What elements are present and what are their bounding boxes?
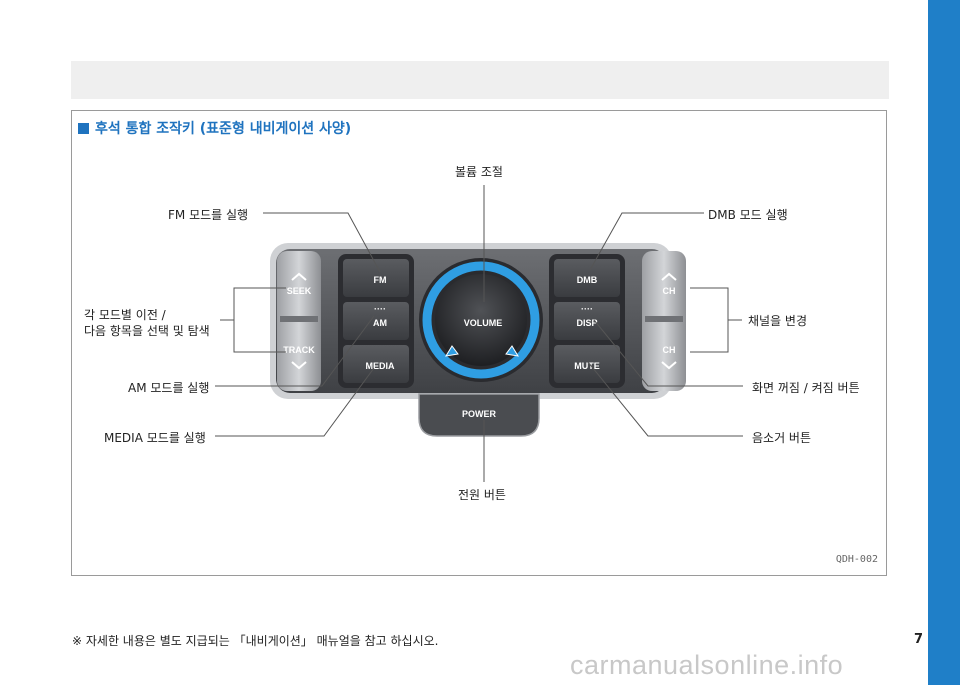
disp-button-label: DISP: [576, 318, 597, 328]
ch-down-label: CH: [663, 345, 676, 355]
track-button-label: TRACK: [283, 345, 315, 355]
watermark: carmanualsonline.info: [570, 650, 844, 680]
header-band: [71, 61, 889, 99]
page-number: 7: [914, 632, 924, 647]
power-button-shape: [418, 393, 540, 437]
side-color-bar: [928, 0, 960, 685]
label-disp: 화면 꺼짐 / 켜짐 버튼: [752, 381, 860, 395]
media-button-label: MEDIA: [366, 361, 396, 371]
disp-dots: ····: [581, 304, 593, 314]
label-channel: 채널을 변경: [748, 314, 808, 328]
rocker-divider: [280, 316, 318, 322]
section-title-text: 후석 통합 조작키 (표준형 내비게이션 사양): [95, 121, 352, 137]
media-button: [343, 345, 409, 383]
ch-down-icon: [661, 361, 677, 370]
callout-lines: [215, 185, 743, 482]
footnote: ※ 자세한 내용은 별도 지급되는 「내비게이션」 매뉴얼을 참고 하십시오.: [72, 634, 439, 648]
section-title: 후석 통합 조작키 (표준형 내비게이션 사양): [78, 118, 351, 138]
am-button-label: AM: [373, 318, 387, 328]
volume-down-arrow-icon: [445, 345, 459, 357]
ch-up-label: CH: [663, 286, 676, 296]
ch-up-icon: [661, 272, 677, 281]
ch-rocker-divider: [645, 316, 683, 322]
label-seek-line2: 다음 항목을 선택 및 탐색: [84, 324, 210, 338]
seek-up-icon: [291, 272, 307, 281]
label-volume: 볼륨 조절: [455, 165, 503, 179]
volume-knob: [435, 274, 527, 366]
track-down-icon: [291, 361, 307, 370]
label-media: MEDIA 모드를 실행: [104, 431, 206, 445]
power-button-label: POWER: [462, 409, 497, 419]
disp-button: [554, 302, 620, 340]
label-dmb: DMB 모드 실행: [708, 208, 788, 222]
seek-button-label: SEEK: [287, 286, 312, 296]
label-seek-line1: 각 모드별 이전 /: [84, 308, 166, 322]
fm-button: [343, 259, 409, 297]
label-fm: FM 모드를 실행: [168, 208, 249, 222]
volume-knob-label: VOLUME: [464, 318, 503, 328]
figure-code: QDH-002: [835, 554, 878, 565]
am-button: [343, 302, 409, 340]
am-dots: ····: [374, 304, 386, 314]
fm-button-label: FM: [374, 275, 387, 285]
knob-blue-ring: [422, 261, 540, 379]
label-mute: 음소거 버튼: [752, 431, 812, 445]
mute-button: [554, 345, 620, 383]
title-square-icon: [78, 122, 89, 134]
volume-up-arrow-icon: [505, 345, 519, 357]
mute-button-label: MUTE: [574, 361, 600, 371]
label-am: AM 모드를 실행: [128, 381, 210, 395]
dmb-button-label: DMB: [577, 275, 598, 285]
label-power: 전원 버튼: [458, 488, 506, 502]
label-seek: 각 모드별 이전 / 다음 항목을 선택 및 탐색: [84, 307, 210, 339]
dmb-button: [554, 259, 620, 297]
